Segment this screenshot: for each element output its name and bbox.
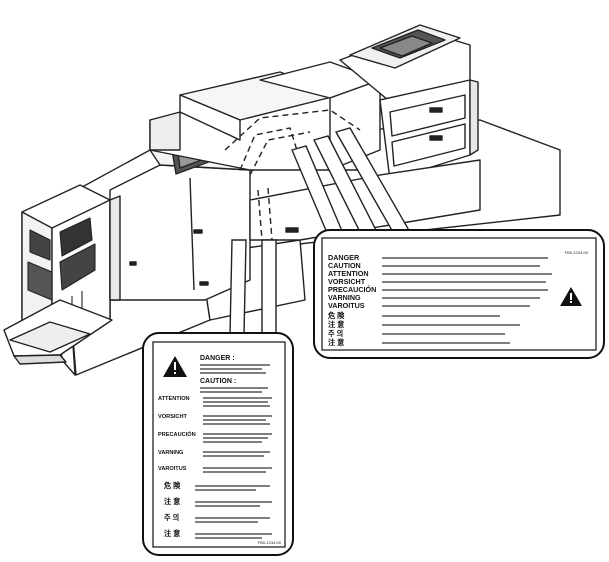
left-warning-label: DANGER : CAUTION : ATTENTION VORSICHT PR… <box>142 332 294 556</box>
left-label-fine-print <box>195 397 272 539</box>
left-label-code: FB0-1234-00 <box>258 540 282 545</box>
right-heading: VARNING <box>328 293 361 302</box>
left-heading: PRECAUCIÓN <box>158 430 196 438</box>
right-heading: CAUTION <box>328 261 361 270</box>
right-heading: ATTENTION <box>328 269 369 278</box>
left-heading: VARNING <box>158 450 183 456</box>
warning-triangle-icon <box>560 287 582 306</box>
right-heading: DANGER <box>328 253 360 262</box>
right-label-code: FB0-1234-00 <box>565 250 589 255</box>
right-heading: VORSICHT <box>328 277 366 286</box>
right-heading-cjk: 注 意 <box>328 320 344 329</box>
left-heading-cjk: 注 意 <box>164 497 180 506</box>
right-heading: VAROITUS <box>328 301 365 310</box>
left-heading: VORSICHT <box>158 414 187 420</box>
left-heading: VAROITUS <box>158 466 187 472</box>
right-label-headings: DANGER CAUTION ATTENTION VORSICHT PRECAU… <box>327 253 376 347</box>
left-heading-cjk: 注 意 <box>164 529 180 538</box>
left-heading-cjk: 危 険 <box>163 481 181 490</box>
right-warning-label: FB0-1234-00 DANGER CAUTION ATTENTION VOR… <box>313 229 605 359</box>
right-heading: PRECAUCIÓN <box>328 285 376 294</box>
right-heading-cjk: 注 意 <box>328 338 344 347</box>
right-heading-cjk: 주 의 <box>328 329 343 338</box>
right-heading-cjk: 危 険 <box>327 311 345 320</box>
right-label-fine-print <box>382 257 552 344</box>
warning-triangle-icon <box>163 356 187 377</box>
left-heading: CAUTION : <box>200 378 236 385</box>
left-heading-cjk: 주 의 <box>164 513 179 522</box>
label-leader-lines <box>224 109 361 241</box>
left-heading: DANGER : <box>200 355 235 362</box>
printer-machine-drawing <box>3 24 561 376</box>
left-heading: ATTENTION <box>158 396 190 402</box>
label-leader-solid <box>229 127 412 336</box>
